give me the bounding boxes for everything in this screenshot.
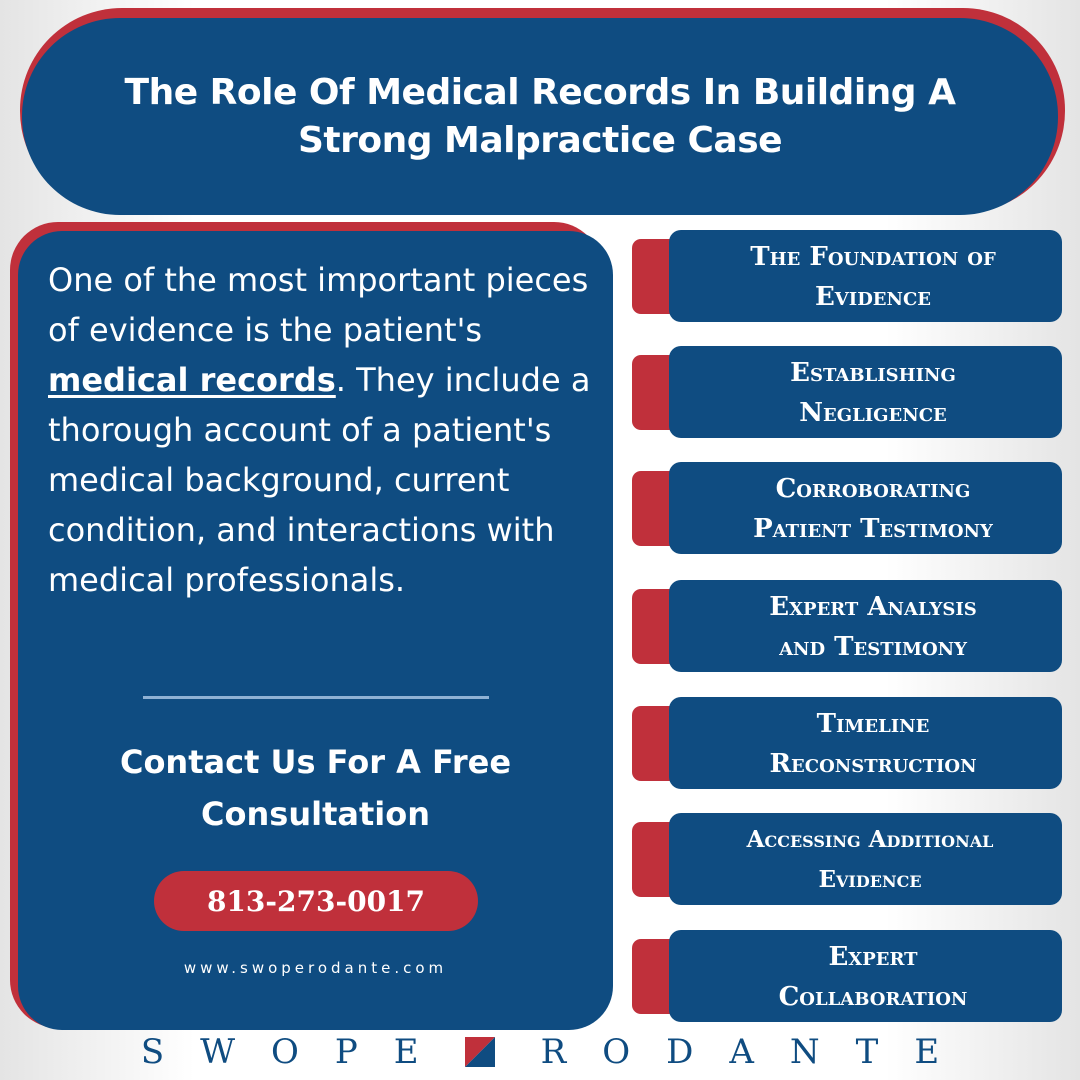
topic-box [669,462,1062,554]
topic-item-1: The Foundation of Evidence [632,230,1064,324]
website-link[interactable]: www.swoperodante.com [183,959,448,977]
topic-label-line1: Establishing [790,358,956,388]
intro-text-after: . They include a thorough account of a p… [48,361,591,599]
topic-label-line2: Negligence [799,398,947,428]
footer-logo: SWOPE RODANTE [0,1030,1080,1074]
topic-label-line2: Reconstruction [769,749,977,779]
title-banner: The Role Of Medical Records In Building … [22,18,1058,215]
topic-label: The Foundation of Evidence [682,230,1064,324]
intro-text-before: One of the most important pieces of evid… [48,261,589,349]
topic-label-line2: Evidence [818,866,922,893]
info-card: One of the most important pieces of evid… [18,231,613,1030]
topic-label-line1: The Foundation of [750,242,996,272]
topic-label-line1: Expert Analysis [769,592,977,622]
topic-label-line1: Accessing Additional [746,826,994,853]
topic-box [669,580,1062,672]
topic-label-line2: and Testimony [779,632,967,662]
cta-heading: Contact Us For A Free Consultation [119,743,512,833]
topic-box [669,930,1062,1022]
topic-label: Expert Analysis and Testimony [682,580,1064,674]
intro-highlight: medical records [48,361,336,399]
topic-label-line2: Collaboration [778,982,968,1012]
topic-item-4: Expert Analysis and Testimony [632,580,1064,674]
footer-word-left: SWOPE [140,1032,455,1072]
swope-rodante-logo-icon [464,1037,495,1067]
topic-box [669,346,1062,438]
topic-label-line2: Patient Testimony [753,514,993,544]
topic-label-line1: Expert [828,942,918,972]
topic-label-line2: Evidence [814,282,932,312]
intro-paragraph: One of the most important pieces of evid… [48,255,593,605]
topic-box [669,697,1062,789]
page-title: The Role Of Medical Records In Building … [124,71,956,161]
topic-label-line1: Timeline [816,709,930,739]
divider [143,696,489,699]
topic-box [669,813,1062,905]
topic-label-line1: Corroborating [775,474,971,504]
phone-button[interactable]: 813-273-0017 [154,871,478,931]
footer-word-right: RODANTE [540,1032,976,1072]
topic-box [669,230,1062,322]
